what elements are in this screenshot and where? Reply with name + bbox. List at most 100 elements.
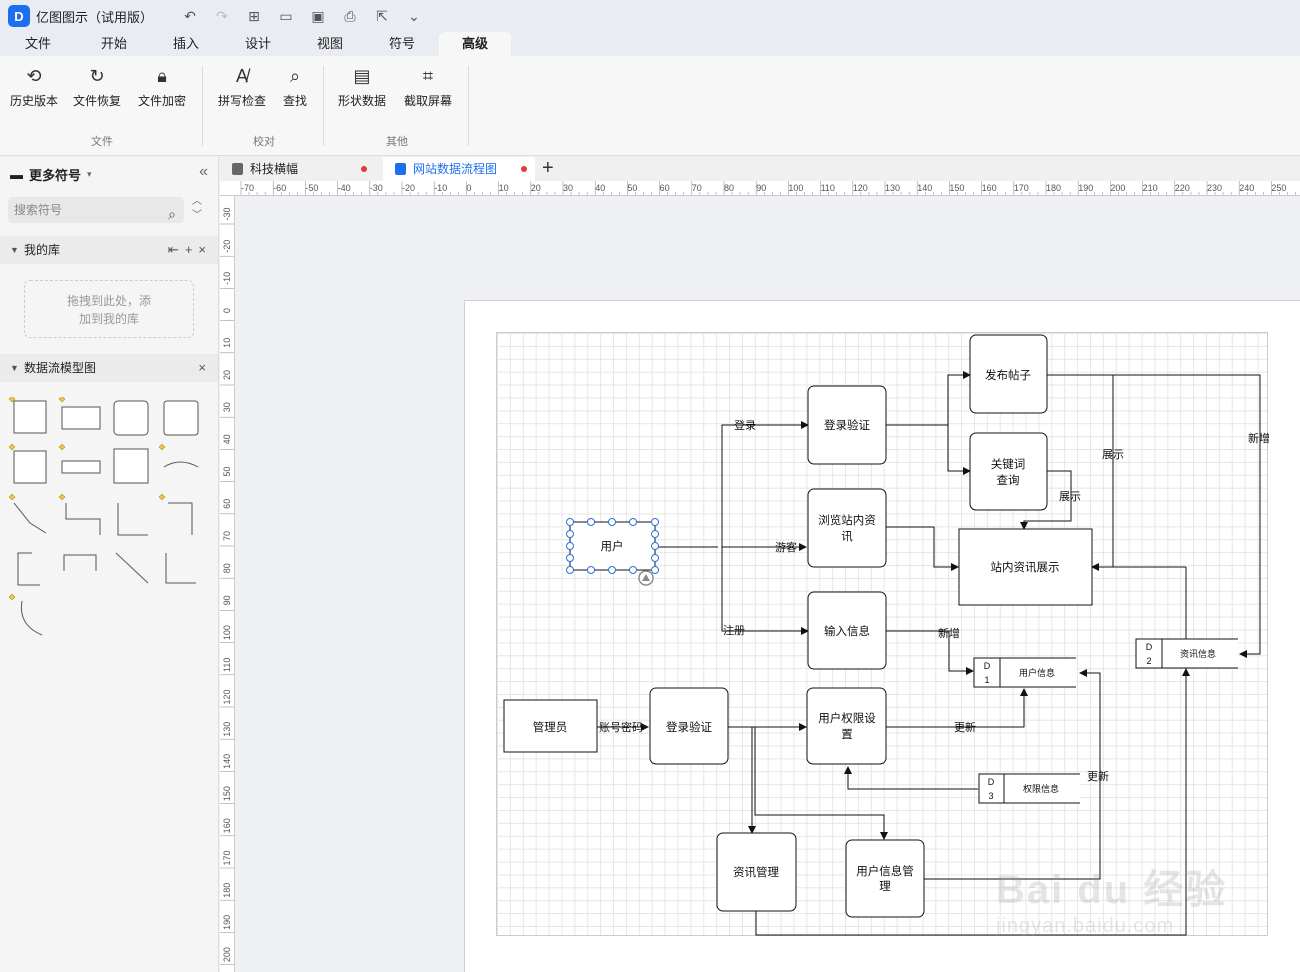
store-d3-name: 权限信息 [1023,783,1059,794]
edge-news-d2[interactable] [755,668,1190,936]
selection-handles[interactable] [566,518,659,574]
tab-advanced[interactable]: 高级 [439,32,511,56]
connector-elbow[interactable] [65,503,101,535]
edge-perm-update[interactable] [886,688,1028,728]
node-input-info[interactable] [807,591,887,670]
redo-icon[interactable]: ↷ [216,7,228,24]
shape-data-store[interactable] [61,460,101,474]
edge-label-show-2: 展示 [1059,490,1081,503]
edge-browse-display[interactable] [886,526,959,571]
shape-square[interactable] [113,448,149,484]
doc-tab-website-dfd[interactable]: 网站数据流程图 [383,157,535,181]
more-symbols-header[interactable]: ▬ 更多符号 ▾ [10,167,92,183]
node-admin-login[interactable] [649,687,729,765]
file-encrypt-button[interactable]: 🔒︎ 文件加密 [138,66,187,108]
edge-to-usermgmt[interactable] [754,727,888,840]
tab-symbol[interactable]: 符号 [388,36,415,51]
edge-to-keyword[interactable] [947,425,971,475]
edge-input-new[interactable] [886,630,974,675]
doc-tab-tech-banner[interactable]: 科技横幅 [220,157,380,181]
node-site-display[interactable] [958,528,1093,606]
label-keyword-2: 查询 [997,473,1020,487]
my-library-section[interactable]: ▼ 我的库 ⇤+× [0,236,218,264]
save-icon[interactable]: ▣ [311,7,325,24]
node-keyword-search[interactable] [969,432,1048,511]
dfd-shape-gallery[interactable] [8,397,212,647]
shape-curve[interactable] [163,461,199,468]
connector-corner[interactable] [165,553,196,584]
history-version-button[interactable]: ⟲ 历史版本 [10,66,59,108]
edge-label-login: 登录 [734,418,756,432]
connector-step[interactable] [168,502,193,535]
tab-design[interactable]: 设计 [244,36,271,51]
unsaved-dot [521,166,527,172]
store-d2-id: D [1146,642,1153,652]
add-tab-icon[interactable]: + [542,157,554,179]
library-actions[interactable]: ⇤+× [167,242,212,257]
node-usermgmt[interactable] [845,839,925,918]
tab-insert[interactable]: 插入 [172,36,199,51]
connector-l[interactable] [117,503,148,536]
label-usermgmt-1: 用户信息管 [856,864,914,878]
ruler-h-label: 30 [563,183,573,193]
node-news-mgmt[interactable] [716,832,797,912]
ruler-h-label: -50 [305,183,318,193]
edge-d3-perm[interactable] [844,766,978,790]
node-perm-setting[interactable] [806,687,887,765]
node-admin[interactable] [503,699,598,753]
shape-rounded-rect[interactable] [113,400,149,436]
file-recover-button[interactable]: ↻ 文件恢复 [73,66,122,108]
document-tabs: 科技横幅 网站数据流程图 + [220,157,1300,181]
undo-icon[interactable]: ↶ [184,7,196,24]
chevron-down-icon: ▾ [87,169,92,179]
edge-login[interactable] [721,421,809,547]
symbol-search-input[interactable]: 搜索符号 ⌕ [8,197,184,223]
edge-usermgmt-update[interactable] [924,669,1101,880]
node-login-verify[interactable] [807,385,887,465]
edge-keyword-show[interactable] [1020,470,1072,530]
connector-diagonal[interactable] [13,502,47,534]
float-menu-icon[interactable] [638,570,654,586]
tab-start[interactable]: 开始 [100,36,127,51]
spell-check-button[interactable]: A̸ 拼写检查 [218,66,267,108]
more-chevron-down-icon[interactable]: ⌄ [408,7,420,24]
connector-arc[interactable] [20,600,43,636]
new-file-icon[interactable]: ⊞ [248,7,260,24]
edge-to-post[interactable] [886,371,971,426]
spell-check-icon: A̸ [235,66,248,86]
ribbon-group-proof-label: 校对 [253,136,275,148]
ruler-h-label: 160 [982,183,997,193]
tab-file[interactable]: 文件 [24,36,51,51]
open-folder-icon[interactable]: ▭ [279,7,293,24]
shape-data-button[interactable]: ▤ 形状数据 [338,66,387,108]
find-icon: ⌕ [289,66,301,86]
collapse-panel-icon[interactable]: « [199,163,208,180]
shape-entity-table[interactable] [13,450,47,484]
edge-post-new[interactable] [1047,374,1261,658]
close-section-icon[interactable]: × [198,360,212,375]
library-dropzone[interactable]: 拖拽到此处，添 加到我的库 [24,280,194,338]
print-icon[interactable]: ⎙ [344,7,356,24]
shape-rectangle[interactable] [61,406,101,430]
dfd-shapes-section[interactable]: ▼ 数据流模型图 × [0,354,218,382]
menu-bar: 文件 开始 插入 设计 视图 符号 高级 [0,32,1300,56]
ruler-h-label: 10 [499,183,509,193]
data-flow-diagram[interactable]: 用户 登录验证 发布帖子 关键词 查询 浏览站内资 讯 站内资讯展示 输入信息 … [236,197,1300,972]
connector-bracket[interactable] [17,552,40,586]
node-post[interactable] [969,334,1048,414]
node-browse-news[interactable] [807,488,887,568]
tab-view[interactable]: 视图 [316,36,343,51]
scroll-arrows[interactable]: ︿﹀ [192,196,202,221]
connector-line[interactable] [115,552,149,584]
export-icon[interactable]: ⇱ [376,7,388,24]
find-button[interactable]: ⌕ 查找 [283,66,308,108]
screenshot-button[interactable]: ⌗ 截取屏幕 [404,66,453,108]
drawing-canvas[interactable]: 用户 登录验证 发布帖子 关键词 查询 浏览站内资 讯 站内资讯展示 输入信息 … [236,197,1300,972]
ruler-v-label: 150 [222,786,232,801]
search-icon[interactable]: ⌕ [168,206,176,222]
connector-u[interactable] [63,554,97,571]
shape-labeled-process[interactable] [163,400,199,436]
edge-register[interactable] [721,547,809,635]
shape-process-3d[interactable] [13,400,47,434]
